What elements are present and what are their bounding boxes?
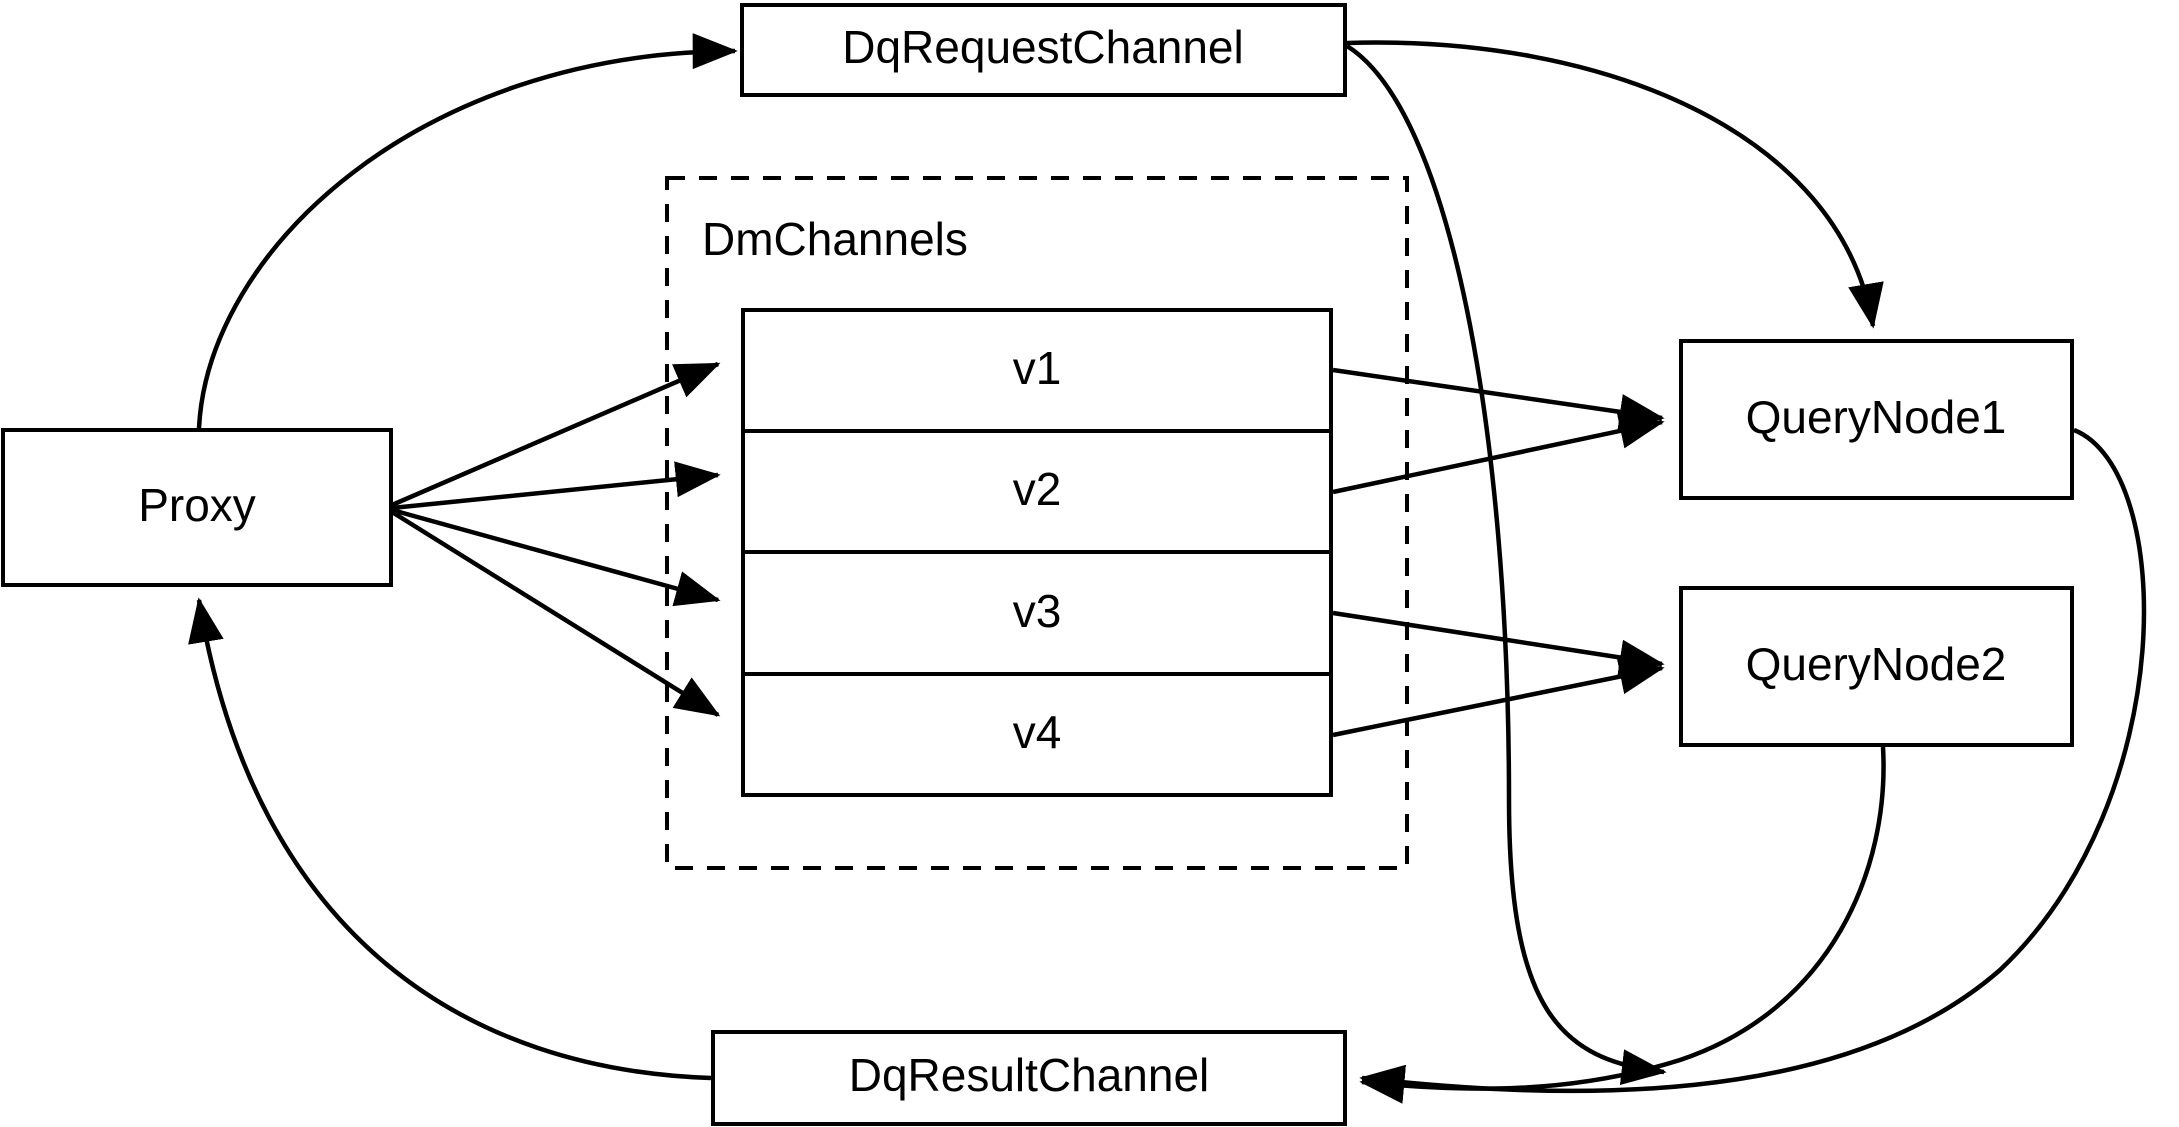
channel-row-v2[interactable]: v2: [1013, 463, 1062, 515]
node-querynode1-box[interactable]: [1679, 339, 2074, 500]
edge-v3-to-querynode2: [1332, 610, 1665, 676]
edge-proxy-to-v3: [391, 507, 721, 607]
channel-row-v3[interactable]: v3: [1013, 585, 1062, 637]
node-querynode2-label: QueryNode2: [1746, 638, 2007, 690]
node-dqresultchannel-label: DqResultChannel: [849, 1049, 1210, 1101]
dmchannels-group-label: DmChannels: [702, 213, 968, 265]
edge-dqrequestchannel-to-querynode1: [1346, 40, 1884, 329]
edge-proxy-to-v4: [390, 510, 721, 717]
node-dqrequestchannel-label: DqRequestChannel: [842, 21, 1244, 73]
edge-proxy-to-v2: [391, 461, 721, 511]
channel-row-v4[interactable]: v4: [1013, 706, 1062, 758]
edge-v1-to-querynode1: [1332, 367, 1665, 430]
node-querynode1-label: QueryNode1: [1746, 391, 2007, 443]
dmchannels-group-box: [665, 176, 1409, 870]
edge-dqrequestchannel-to-querynode2: [1345, 44, 1667, 1086]
node-dqresultchannel-box[interactable]: [711, 1030, 1347, 1126]
edge-dqresultchannel-to-proxy: [188, 597, 712, 1081]
edge-proxy-to-dqrequestchannel: [196, 33, 738, 429]
edge-querynode2-to-dqresultchannel: [1359, 746, 1886, 1104]
node-dqrequestchannel-box[interactable]: [740, 3, 1347, 97]
node-querynode2-box[interactable]: [1679, 586, 2074, 747]
node-proxy-label: Proxy: [138, 479, 256, 531]
edge-v4-to-querynode2: [1332, 658, 1665, 738]
edge-v2-to-querynode1: [1332, 413, 1665, 495]
edge-querynode1-to-dqresultchannel: [1359, 427, 2147, 1101]
node-proxy-box[interactable]: [1, 428, 393, 587]
edge-proxy-to-v1: [391, 361, 721, 508]
channel-row-v1[interactable]: v1: [1013, 342, 1062, 394]
